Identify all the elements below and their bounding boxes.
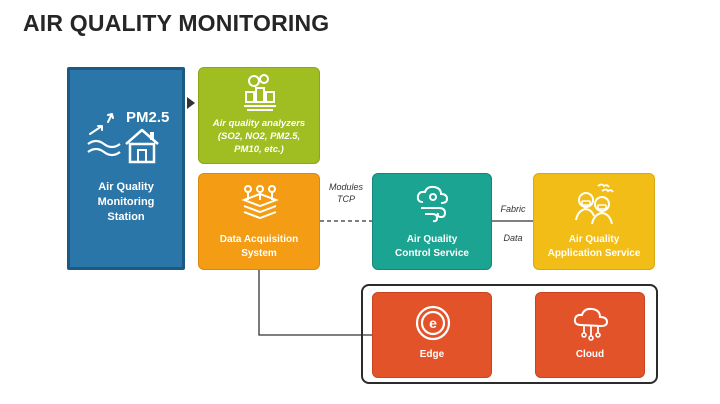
- control-label: Air Quality Control Service: [395, 234, 469, 259]
- acquisition-label: Data Acquisition System: [219, 234, 299, 259]
- data-label: Data: [503, 233, 523, 243]
- people-smog-icon: [574, 182, 616, 231]
- svg-text:e: e: [429, 315, 437, 331]
- fabric-label: Fabric: [500, 204, 526, 214]
- tcp-label: TCP: [337, 194, 355, 204]
- monitoring-station-box: PM2.5 Air Quality Monitoring Station: [67, 67, 185, 270]
- air-quality-analyzers-box: Air quality analyzers (SO2, NO2, PM2.5, …: [198, 67, 320, 164]
- analyzer-factory-icon: [243, 74, 277, 117]
- edge-box: e Edge: [372, 292, 492, 378]
- page-title: AIR QUALITY MONITORING: [23, 10, 330, 36]
- cloud-box: Cloud: [535, 292, 645, 378]
- application-service-box: Air Quality Application Service: [533, 173, 655, 270]
- cloud-network-icon: [572, 305, 610, 346]
- modules-label: Modules: [328, 182, 364, 192]
- pm25-house-icon: PM2.5: [86, 104, 170, 173]
- station-label: Air Quality Monitoring Station: [97, 181, 155, 223]
- application-label: Air Quality Application Service: [547, 234, 641, 259]
- data-acquisition-box: Data Acquisition System: [198, 173, 320, 270]
- analyzers-label: Air quality analyzers (SO2, NO2, PM2.5, …: [212, 118, 306, 155]
- cloud-wind-icon: [415, 184, 451, 229]
- cloud-label: Cloud: [575, 349, 605, 360]
- edge-cloud-group: [361, 284, 658, 384]
- control-service-box: Air Quality Control Service: [372, 173, 492, 270]
- network-layers-icon: [240, 184, 280, 229]
- pm25-icon-text: PM2.5: [126, 109, 169, 126]
- edge-icon: e: [415, 305, 451, 346]
- edge-label: Edge: [419, 349, 445, 360]
